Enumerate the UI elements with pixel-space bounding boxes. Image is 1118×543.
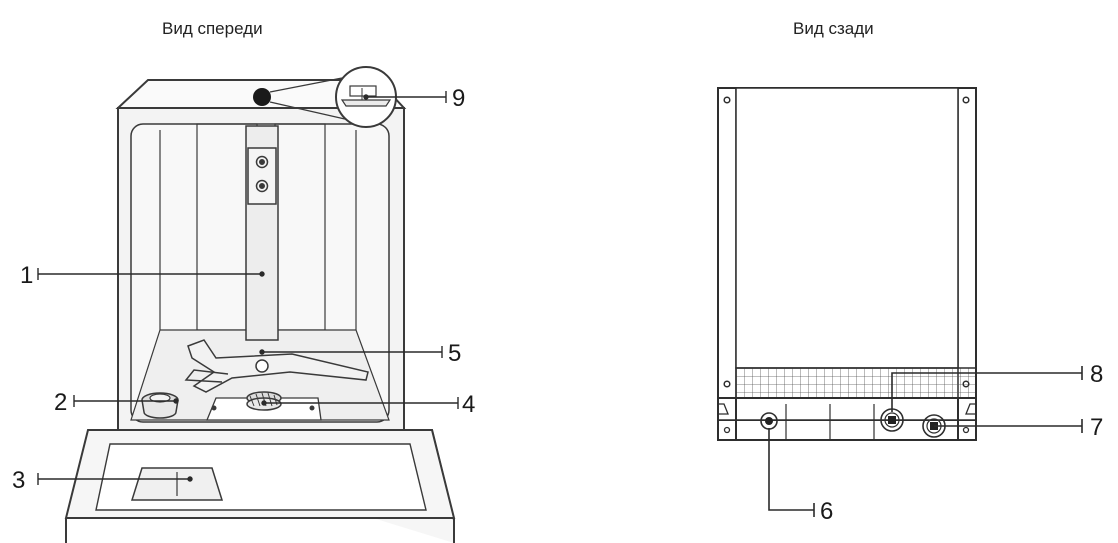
callout-6: 6: [820, 498, 833, 525]
callout-8: 8: [1090, 361, 1103, 388]
callout-2: 2: [54, 389, 67, 416]
callout-3: 3: [12, 467, 25, 494]
back-view-dishwasher: [717, 87, 977, 441]
callout-7: 7: [1090, 414, 1103, 441]
back-callout-lines: [768, 366, 1083, 517]
callout-4: 4: [462, 391, 475, 418]
front-view-title: Вид спереди: [162, 19, 263, 38]
front-callout-lines: [37, 91, 459, 485]
callout-1: 1: [20, 262, 33, 289]
callout-5: 5: [448, 340, 461, 367]
front-view-dishwasher: [64, 66, 456, 543]
back-view-title: Вид сзади: [793, 19, 874, 38]
callout-9: 9: [452, 85, 465, 112]
